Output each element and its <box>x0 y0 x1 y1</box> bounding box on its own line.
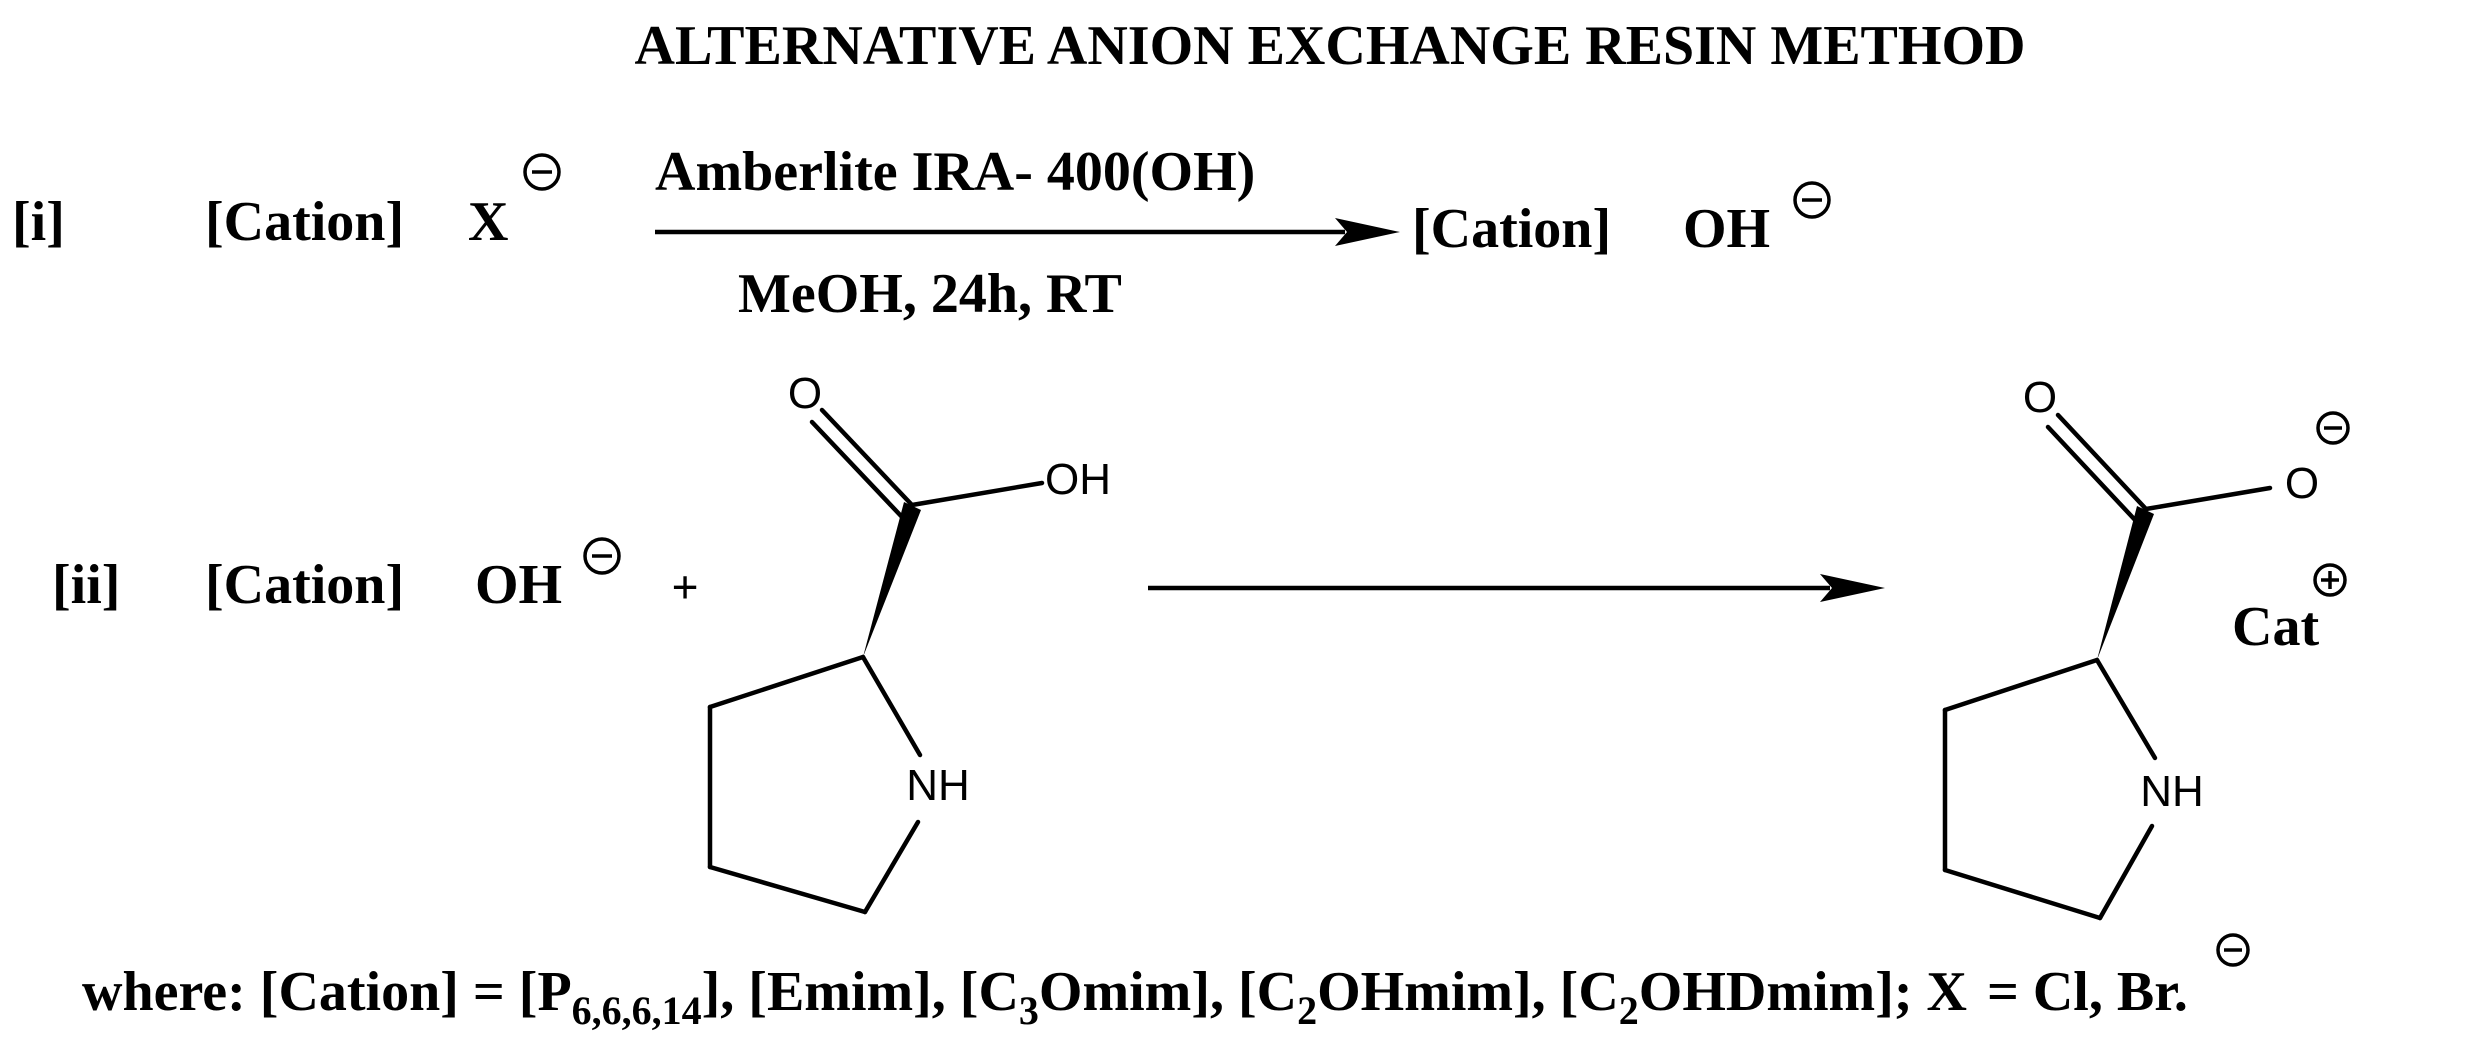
negative-charge-icon <box>523 153 561 191</box>
negative-charge-icon <box>2216 933 2250 967</box>
footnote-part6: = Cl, Br. <box>1987 961 2188 1023</box>
negative-charge-icon <box>1793 181 1831 219</box>
footnote-prefix: where: [Cation] = [P <box>82 961 572 1023</box>
footnote: where: [Cation] = [P6,6,6,14], [Emim], [… <box>82 961 2188 1033</box>
conditions-below-arrow: MeOH, 24h, RT <box>738 263 1122 325</box>
step-i-reactant-anion: X <box>468 191 508 253</box>
footnote-part4: OHmim], [C <box>1317 961 1619 1023</box>
proline-hydroxyl: OH <box>1045 455 1111 504</box>
prolinate-product-structure: O O NH <box>1942 373 2350 921</box>
product-carbonyl-o: O <box>2023 373 2057 422</box>
footnote-charge-gap <box>1973 961 1987 1023</box>
footnote-sub2a: 2 <box>1297 988 1317 1033</box>
reagent-above-arrow: Amberlite IRA- 400(OH) <box>655 141 1255 203</box>
step-i: [i] [Cation] X Amberlite IRA- 400(OH) Me… <box>12 141 1831 325</box>
wedge-bond <box>863 502 921 657</box>
product-amine: NH <box>2140 767 2204 816</box>
footnote-part5: OHDmim]; X <box>1639 961 1967 1023</box>
step-ii: [ii] [Cation] OH + O OH NH <box>52 369 2350 921</box>
step-ii-label: [ii] <box>52 554 120 616</box>
wedge-bond <box>2097 506 2154 660</box>
positive-charge-icon <box>2313 563 2347 597</box>
proline-amine: NH <box>906 761 970 810</box>
footnote-sub2b: 2 <box>1619 988 1639 1033</box>
counter-cation: Cat <box>2232 596 2319 658</box>
step-i-reactant-cation: [Cation] <box>205 191 404 253</box>
footnote-sub3: 3 <box>1019 988 1039 1033</box>
step-i-label: [i] <box>12 191 65 253</box>
footnote-part2: ], [Emim], [C <box>702 961 1019 1023</box>
step-i-product-anion: OH <box>1683 198 1770 260</box>
step-ii-reactant-anion: OH <box>475 554 562 616</box>
product-carboxylate-o: O <box>2285 459 2319 508</box>
step-i-product-cation: [Cation] <box>1412 198 1611 260</box>
step-ii-reactant-cation: [Cation] <box>205 554 404 616</box>
reaction-arrow-i <box>655 218 1400 246</box>
proline-structure: O OH NH <box>707 369 1111 915</box>
plus-sign: + <box>671 561 698 614</box>
proline-carbonyl-o: O <box>788 369 822 418</box>
footnote-part3: Omim], [C <box>1039 961 1297 1023</box>
footnote-p-subscript: 6,6,6,14 <box>572 988 702 1033</box>
negative-charge-icon <box>2316 411 2350 445</box>
negative-charge-icon <box>583 537 621 575</box>
reaction-arrow-ii <box>1148 574 1885 602</box>
scheme-title: ALTERNATIVE ANION EXCHANGE RESIN METHOD <box>635 15 2026 77</box>
